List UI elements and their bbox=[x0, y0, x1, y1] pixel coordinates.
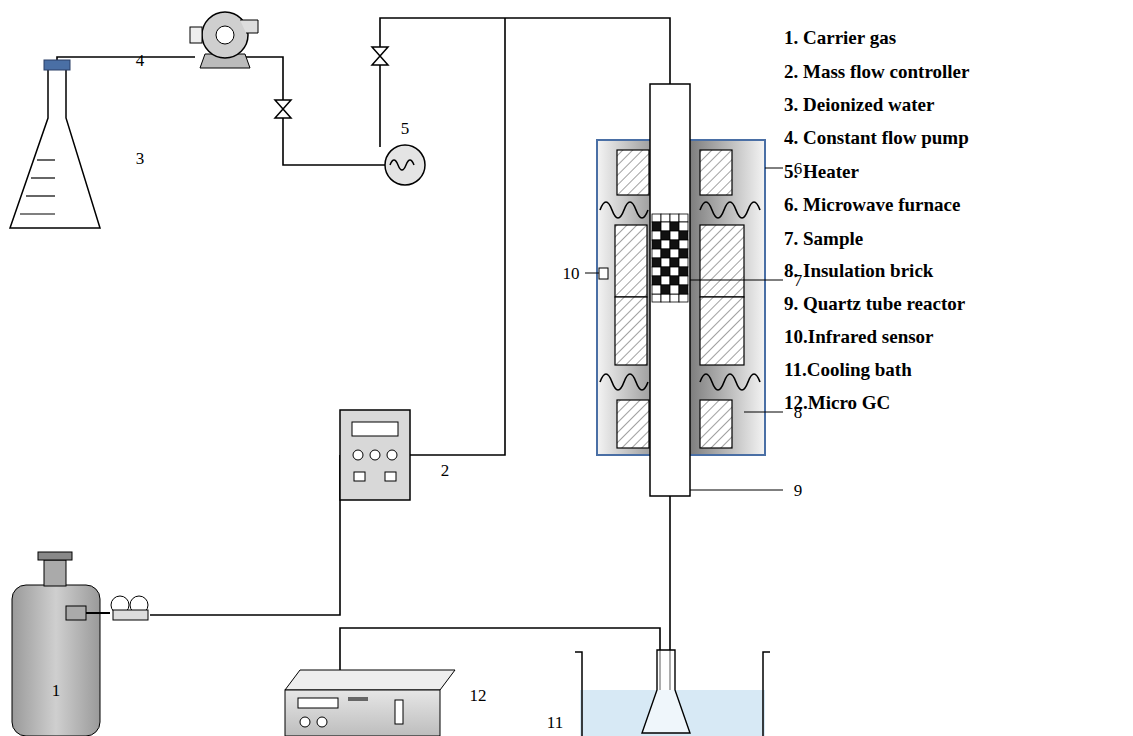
legend-entry: 11.Cooling bath bbox=[784, 360, 912, 379]
legend-entry: 7. Sample bbox=[784, 229, 863, 248]
callout-number: 10 bbox=[563, 265, 580, 282]
callout-number: 11 bbox=[547, 714, 563, 731]
callout-number: 9 bbox=[794, 482, 803, 499]
callout-number: 6 bbox=[794, 160, 803, 177]
callout-number: 3 bbox=[136, 150, 145, 167]
legend-entry: 10.Infrared sensor bbox=[784, 327, 934, 346]
callout-number: 7 bbox=[794, 272, 803, 289]
legend-entry: 4. Constant flow pump bbox=[784, 128, 969, 147]
legend-entry: 9. Quartz tube reactor bbox=[784, 294, 965, 313]
callout-number: 5 bbox=[401, 120, 410, 137]
legend-entry: 3. Deionized water bbox=[784, 95, 934, 114]
callout-number: 1 bbox=[52, 682, 61, 699]
legend-entry: 1. Carrier gas bbox=[784, 28, 896, 47]
callout-number: 8 bbox=[794, 404, 803, 421]
legend-entry: 8. Insulation brick bbox=[784, 261, 933, 280]
callout-number: 4 bbox=[136, 52, 145, 69]
callout-number: 12 bbox=[470, 687, 487, 704]
legend-entry: 2. Mass flow controller bbox=[784, 62, 969, 81]
callout-number: 2 bbox=[441, 462, 450, 479]
legend-entry: 6. Microwave furnace bbox=[784, 195, 960, 214]
